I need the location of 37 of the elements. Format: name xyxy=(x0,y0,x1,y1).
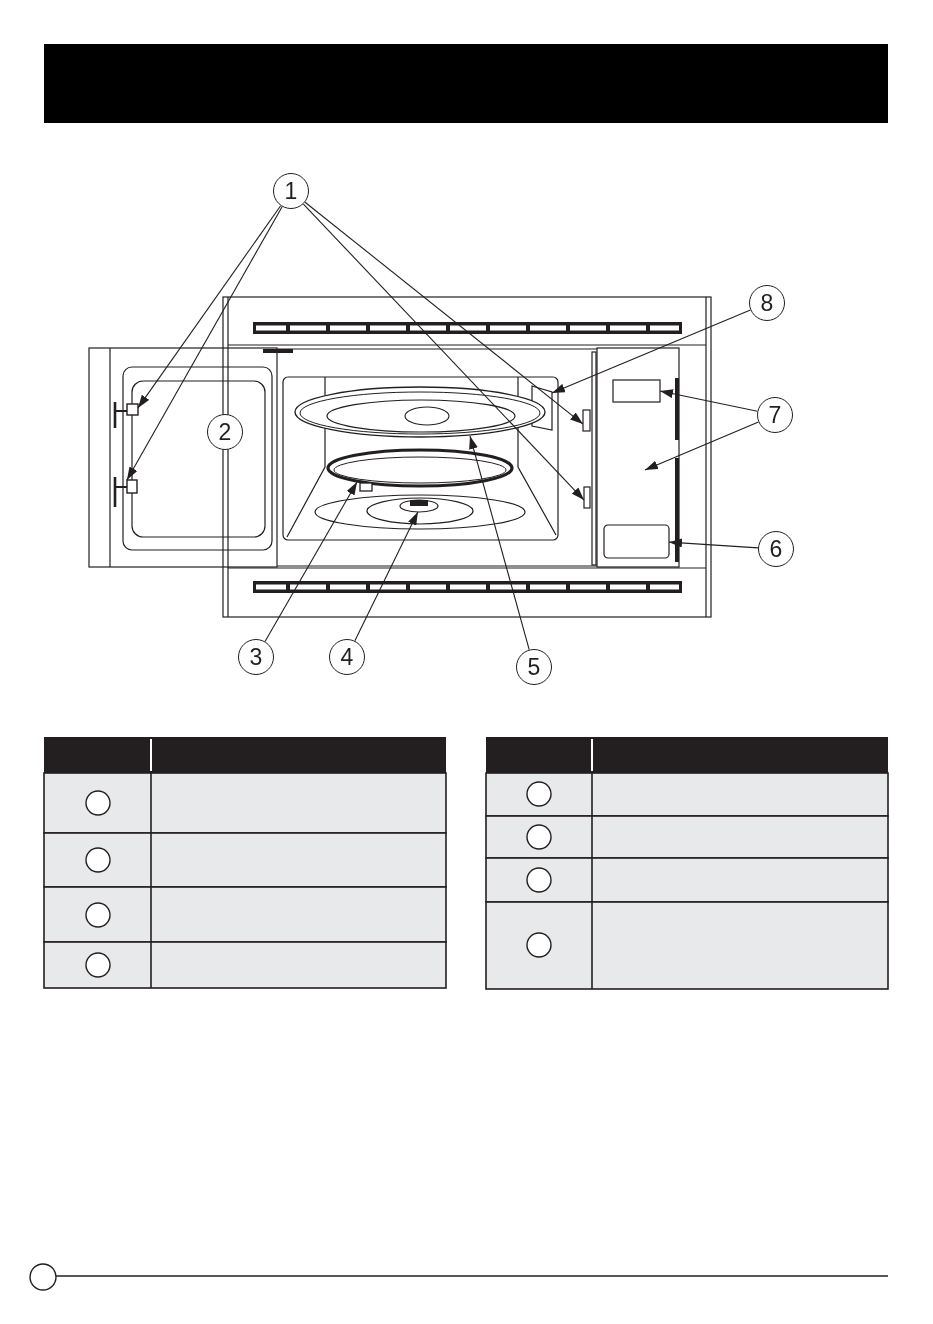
callout-circle xyxy=(526,867,552,893)
callout-number: 3 xyxy=(238,639,274,675)
callout-number: 7 xyxy=(757,397,793,433)
leader-arrow xyxy=(354,511,419,642)
leader-arrow xyxy=(126,206,283,481)
leader-arrow xyxy=(264,481,358,642)
leader-arrow xyxy=(302,203,585,501)
door-latch xyxy=(113,402,139,428)
callout-number: 6 xyxy=(758,531,794,567)
callout-circle xyxy=(526,824,552,850)
leader-arrow xyxy=(644,421,759,471)
leader-arrow xyxy=(668,538,759,549)
leader-arrow xyxy=(469,435,530,651)
leader-arrow xyxy=(659,389,758,412)
turntable-coupler xyxy=(399,499,439,513)
callout-circle xyxy=(526,932,552,958)
callout-circle xyxy=(526,781,552,807)
callout-number: 8 xyxy=(749,285,785,321)
latch-slot xyxy=(582,409,591,432)
latch-slot xyxy=(583,486,591,509)
callout-circle xyxy=(85,902,111,928)
door-latch xyxy=(113,477,138,507)
control-pad xyxy=(603,524,670,559)
callout-number: 4 xyxy=(329,639,365,675)
control-panel xyxy=(596,347,680,568)
display-window xyxy=(612,379,661,403)
leader-arrow xyxy=(304,201,584,425)
leader-arrow xyxy=(137,205,282,409)
page-number-circle xyxy=(29,1263,57,1291)
callout-number: 2 xyxy=(207,414,243,450)
callout-circle xyxy=(85,847,111,873)
callout-circle xyxy=(85,790,111,816)
callout-number: 5 xyxy=(516,649,552,685)
callout-circle xyxy=(85,952,111,978)
leader-arrow xyxy=(551,309,751,394)
callout-number: 1 xyxy=(273,173,309,209)
roller-ring xyxy=(326,448,514,492)
